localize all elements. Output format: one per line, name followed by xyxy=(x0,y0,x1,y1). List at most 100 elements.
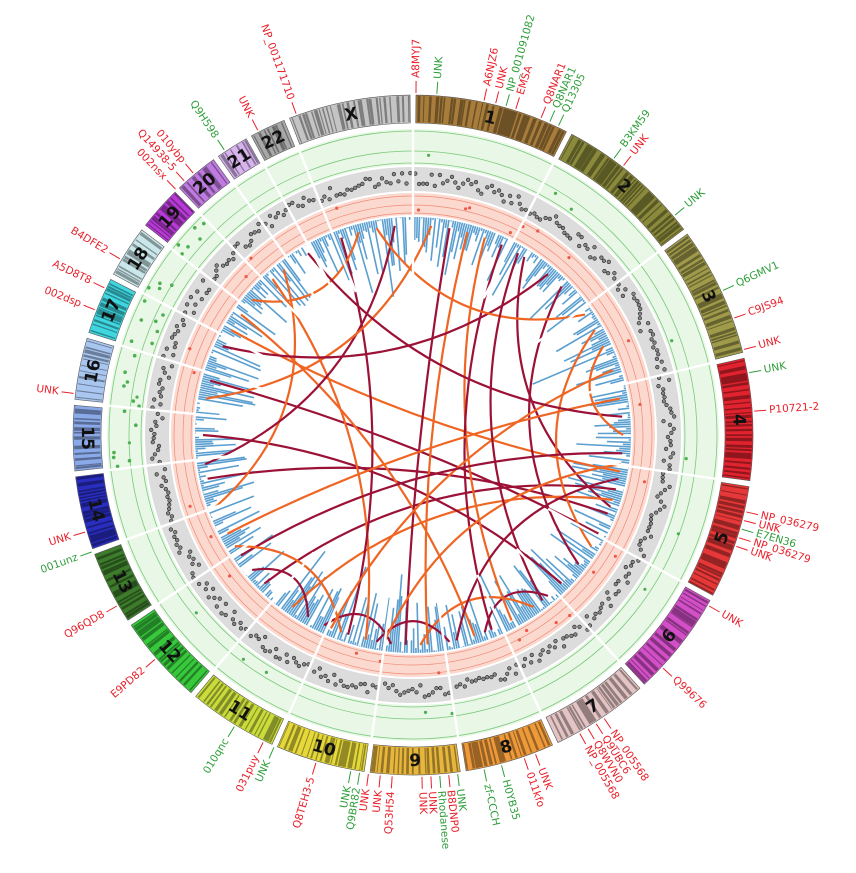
scatter-point-red xyxy=(517,638,522,642)
scatter-point xyxy=(592,256,597,261)
annotation-tick xyxy=(106,605,118,613)
divider-line xyxy=(562,362,711,401)
annotation-label: UNK xyxy=(432,55,446,79)
link-ribbon xyxy=(251,231,360,303)
scatter-point xyxy=(388,181,393,186)
scatter-point xyxy=(301,195,306,200)
annotation-tick xyxy=(357,772,360,785)
scatter-point xyxy=(410,686,415,692)
scatter-point xyxy=(165,494,170,500)
annotation-tick xyxy=(603,718,612,729)
scatter-point xyxy=(543,215,548,221)
scatter-point xyxy=(273,215,278,220)
annotation-tick xyxy=(579,733,587,745)
divider-line xyxy=(476,574,543,714)
scatter-point xyxy=(637,316,643,321)
scatter-point xyxy=(185,302,190,307)
scatter-point xyxy=(669,410,674,415)
annotation-tick xyxy=(93,282,105,289)
scatter-point xyxy=(311,198,316,203)
scatter-point xyxy=(195,289,200,294)
scatter-point xyxy=(489,675,494,680)
scatter-point xyxy=(588,255,593,260)
scatter-point xyxy=(191,556,196,561)
chromosome-bands xyxy=(90,283,134,340)
scatter-point xyxy=(174,542,179,547)
scatter-point xyxy=(602,269,607,274)
annotation-tick xyxy=(746,511,759,516)
scatter-point xyxy=(481,676,486,682)
scatter-point xyxy=(163,478,168,484)
chromosome-label: X xyxy=(343,104,360,126)
scatter-point xyxy=(290,200,295,205)
link-ribbon xyxy=(204,225,396,466)
link-ribbon xyxy=(424,231,469,645)
scatter-point xyxy=(396,179,401,184)
scatter-point xyxy=(473,678,478,683)
scatter-point-red xyxy=(642,480,647,484)
scatter-point-green xyxy=(158,281,162,286)
annotation-label: A5D8T8 xyxy=(51,258,94,287)
scatter-point xyxy=(438,685,443,691)
scatter-point xyxy=(219,611,224,616)
scatter-point xyxy=(176,329,181,334)
scatter-point xyxy=(200,278,206,283)
scatter-point xyxy=(659,359,664,364)
divider-line xyxy=(108,451,261,472)
scatter-point xyxy=(613,581,618,587)
scatter-point xyxy=(214,268,219,273)
scatter-point xyxy=(628,563,634,568)
scatter-point xyxy=(223,612,228,618)
scatter-point xyxy=(174,324,179,329)
scatter-point xyxy=(660,475,665,480)
scatter-point xyxy=(256,229,262,234)
scatter-point xyxy=(529,660,534,665)
scatter-point xyxy=(654,356,660,362)
scatter-point xyxy=(232,609,237,615)
annotation-tick xyxy=(743,520,756,525)
scatter-point xyxy=(173,341,178,346)
scatter-point xyxy=(553,214,559,219)
scatter-point xyxy=(642,536,647,541)
annotation-label: Q99676 xyxy=(670,674,709,711)
scatter-point xyxy=(597,610,602,615)
scatter-point xyxy=(654,348,660,353)
annotation-tick xyxy=(291,102,297,114)
scatter-point-green xyxy=(157,286,162,291)
scatter-point xyxy=(440,181,446,186)
scatter-point xyxy=(263,634,268,640)
scatter-point xyxy=(554,220,559,225)
scatter-point xyxy=(243,244,248,249)
scatter-point xyxy=(429,172,434,177)
scatter-point xyxy=(281,212,286,218)
scatter-point xyxy=(223,601,228,607)
chromosome-bands xyxy=(220,139,259,178)
divider-line xyxy=(482,162,555,299)
scatter-point xyxy=(178,545,183,550)
scatter-point xyxy=(191,310,196,315)
annotation-tick xyxy=(227,726,235,738)
scatter-point-red xyxy=(536,229,540,233)
scatter-point xyxy=(598,605,603,611)
scatter-point xyxy=(567,236,573,241)
scatter-point xyxy=(302,662,307,667)
scatter-point xyxy=(667,467,672,472)
scatter-point-green xyxy=(142,299,147,303)
annotation-tick xyxy=(175,171,185,182)
link-ribbon xyxy=(528,286,580,565)
scatter-point xyxy=(322,194,327,199)
scatter-point xyxy=(327,186,333,191)
scatter-point xyxy=(256,221,261,227)
annotation-label: B8DNP0 xyxy=(444,789,460,833)
scatter-point xyxy=(214,273,219,279)
scatter-point xyxy=(421,181,426,186)
chromosome-bands xyxy=(417,96,565,156)
link-ribbon xyxy=(202,433,563,585)
scatter-point xyxy=(662,504,667,509)
scatter-point xyxy=(422,694,427,699)
scatter-point xyxy=(180,318,185,323)
chromosome-bands xyxy=(181,162,228,207)
scatter-point xyxy=(557,223,562,229)
scatter-point xyxy=(400,171,405,176)
scatter-point xyxy=(362,681,367,687)
